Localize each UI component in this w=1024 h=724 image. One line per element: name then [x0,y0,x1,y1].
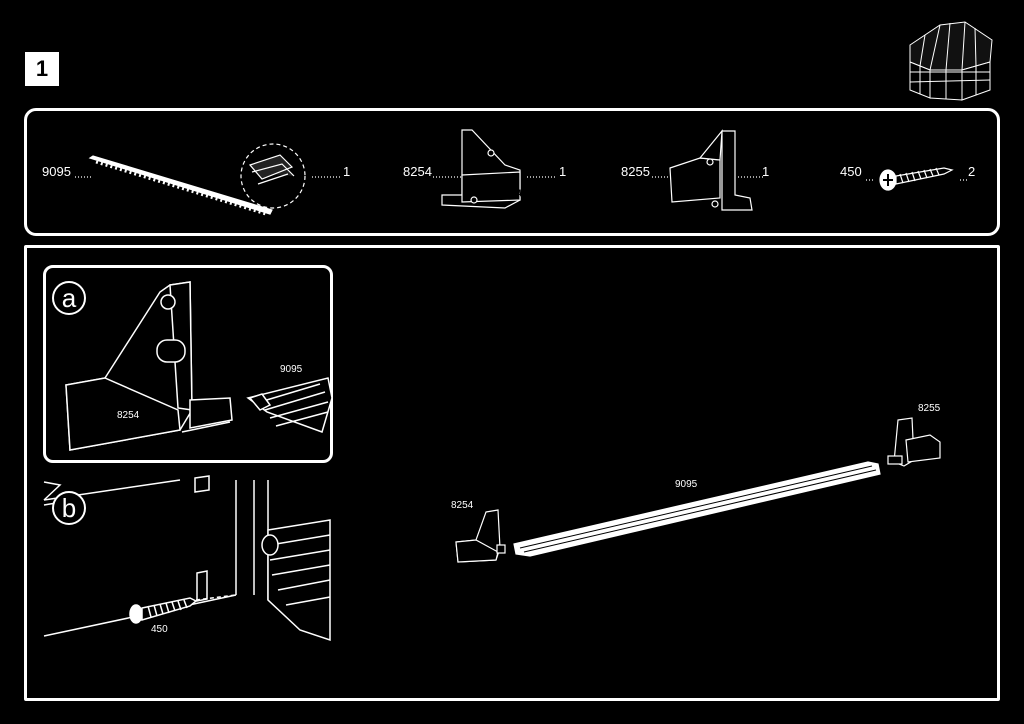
part-450-code: 450 [840,164,862,179]
detail-b-badge: b [52,491,86,525]
part-9095-code: 9095 [42,164,71,179]
detail-a-badge: a [52,281,86,315]
part-8255-code: 8255 [621,164,650,179]
part-9095-qty: 1 [343,164,351,179]
part-8254-qty: 1 [559,164,567,179]
part-8255-qty: 1 [762,164,770,179]
step-number: 1 [25,52,59,86]
assembly-9095-label: 9095 [675,479,698,490]
detail-a-8254-label: 8254 [117,410,140,421]
detail-a-frame [43,265,333,463]
assembly-8255-label: 8255 [918,403,941,414]
detail-a-9095-label: 9095 [280,364,303,375]
assembly-8254-label: 8254 [451,500,474,511]
part-8254-code: 8254 [403,164,432,179]
assembly-panel [24,245,1000,701]
detail-b-450-label: 450 [151,624,168,635]
part-450-qty: 2 [968,164,976,179]
parts-list-panel [24,108,1000,236]
